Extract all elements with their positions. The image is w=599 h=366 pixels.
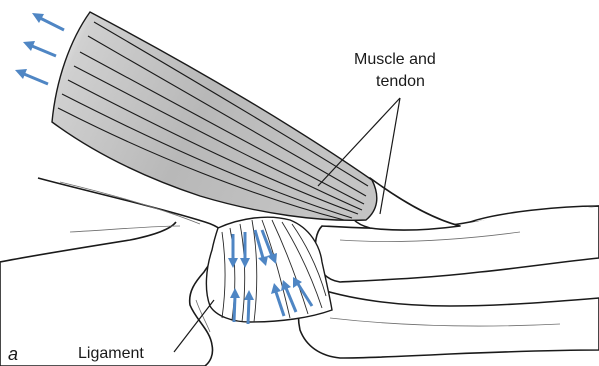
- upper-bone: [0, 178, 228, 366]
- muscle-tendon-label-line1: Muscle and: [354, 51, 436, 68]
- ligament-label: Ligament: [78, 345, 144, 362]
- muscle-tendon-label-line2: tendon: [376, 73, 425, 90]
- pull-arrow-1-icon: [32, 13, 64, 30]
- pull-arrow-3-icon: [15, 69, 48, 84]
- ligament: [206, 217, 332, 322]
- forearm-bones: [298, 206, 599, 358]
- muscle-pull-arrows: [15, 13, 64, 84]
- pull-arrow-2-icon: [23, 41, 56, 56]
- muscle: [52, 12, 377, 220]
- panel-letter: a: [8, 344, 18, 364]
